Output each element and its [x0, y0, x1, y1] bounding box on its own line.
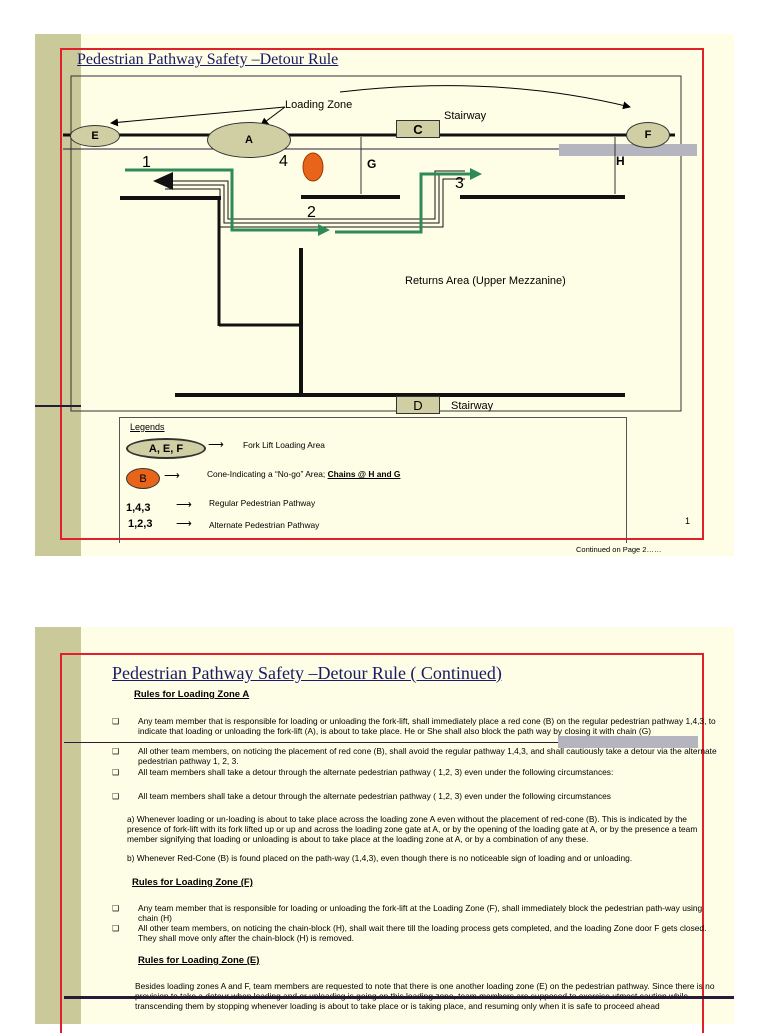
- legend-key-cone: B: [126, 468, 160, 489]
- point-h-label: H: [616, 154, 625, 168]
- rule-f-2: All other team members, on noticing the …: [138, 923, 707, 943]
- loading-zone-label: Loading Zone: [285, 99, 353, 111]
- legend-text-loading-area: Fork Lift Loading Area: [243, 440, 325, 450]
- bullet-icon: ❑: [112, 924, 120, 933]
- path-label-4: 4: [279, 153, 288, 170]
- loading-zone-a: A: [207, 122, 291, 158]
- accent-line: [35, 405, 81, 407]
- chain-h-block: [558, 736, 698, 748]
- slide-2: Pedestrian Pathway Safety –Detour Rule (…: [35, 627, 734, 1033]
- point-g-label: G: [367, 157, 377, 171]
- loading-zone-pointer: [110, 106, 286, 127]
- point-d-box: D: [396, 396, 440, 414]
- stairway-bottom-label: Stairway: [451, 400, 494, 412]
- legend-arrow-icon: ⟶: [164, 470, 180, 482]
- loading-zone-f: F: [626, 122, 670, 148]
- regular-path-arrowhead: [153, 172, 173, 190]
- point-c-box: C: [396, 120, 440, 138]
- page-number: 1: [685, 516, 691, 526]
- legend-key-loading-area: A, E, F: [126, 438, 206, 459]
- alternate-path-arrowhead: [318, 224, 330, 236]
- rules-zone-f-heading: Rules for Loading Zone (F): [132, 877, 253, 888]
- legend-text-alternate-path: Alternate Pedestrian Pathway: [209, 520, 320, 530]
- slide-frame: [60, 653, 704, 1033]
- alternate-path-line: [335, 172, 475, 234]
- legend-key-alternate-path: 1,2,3: [128, 518, 153, 530]
- legend-title: Legends: [130, 422, 165, 432]
- bullet-icon: ❑: [112, 717, 120, 726]
- rules-zone-e-heading: Rules for Loading Zone (E): [138, 955, 260, 966]
- pathway-diagram: [63, 75, 697, 412]
- legend-text-cone: Cone-Indicating a “No-go” Area; Chains @…: [207, 469, 400, 479]
- slide-sidebar: [35, 627, 81, 1024]
- stairway-top-label: Stairway: [444, 110, 487, 122]
- bullet-icon: ❑: [112, 747, 120, 756]
- legend-arrow-icon: ⟶: [176, 499, 192, 511]
- rule-a-sub-a: a) Whenever loading or un-loading is abo…: [127, 814, 698, 844]
- chain-h-block: [559, 144, 697, 156]
- rule-a-4: All team members shall take a detour thr…: [138, 791, 611, 801]
- regular-path-outline: [165, 178, 465, 228]
- slide-1-title: Pedestrian Pathway Safety –Detour Rule: [77, 51, 339, 68]
- legend-box: Legends A, E, F ⟶ Fork Lift Loading Area…: [119, 417, 627, 543]
- legend-text-cone-main: Cone-Indicating a “No-go” Area;: [207, 469, 328, 479]
- rule-a-1: Any team member that is responsible for …: [138, 716, 716, 736]
- loading-zone-e: E: [70, 125, 120, 147]
- legend-text-regular-path: Regular Pedestrian Pathway: [209, 498, 316, 508]
- path-label-2: 2: [307, 204, 316, 221]
- cone-b-marker: [302, 152, 324, 182]
- loading-zone-pointer: [339, 85, 631, 110]
- rule-f-1: Any team member that is responsible for …: [138, 903, 703, 923]
- path-label-1: 1: [142, 154, 151, 171]
- regular-path-outline: [157, 170, 465, 220]
- bullet-icon: ❑: [112, 768, 120, 777]
- alternate-path-arrowhead: [470, 168, 482, 180]
- rules-zone-a-heading: Rules for Loading Zone A: [134, 689, 250, 700]
- accent-line: [64, 742, 584, 743]
- slide-1: Pedestrian Pathway Safety –Detour Rule: [35, 34, 734, 556]
- slide-sidebar: [35, 34, 81, 556]
- legend-arrow-icon: ⟶: [176, 518, 192, 530]
- rule-a-sub-b: b) Whenever Red-Cone (B) is found placed…: [127, 853, 633, 863]
- slide-2-title: Pedestrian Pathway Safety –Detour Rule (…: [112, 663, 502, 683]
- slide-frame: [60, 48, 704, 540]
- legend-text-cone-chains: Chains @ H and G: [327, 469, 401, 479]
- diagram-box: [70, 75, 682, 412]
- alternate-path-line: [125, 168, 325, 232]
- bullet-icon: ❑: [112, 792, 120, 801]
- continued-note: Continued on Page 2……: [576, 545, 662, 554]
- loading-zone-pointer: [260, 106, 286, 126]
- rule-a-3: All team members shall take a detour thr…: [138, 767, 614, 777]
- returns-area-label: Returns Area (Upper Mezzanine): [405, 275, 566, 287]
- rule-a-2: All other team members, on noticing the …: [138, 746, 717, 766]
- legend-key-regular-path: 1,4,3: [126, 502, 151, 514]
- accent-line: [64, 996, 734, 999]
- legend-arrow-icon: ⟶: [208, 439, 224, 451]
- path-label-3: 3: [455, 175, 464, 192]
- bullet-icon: ❑: [112, 904, 120, 913]
